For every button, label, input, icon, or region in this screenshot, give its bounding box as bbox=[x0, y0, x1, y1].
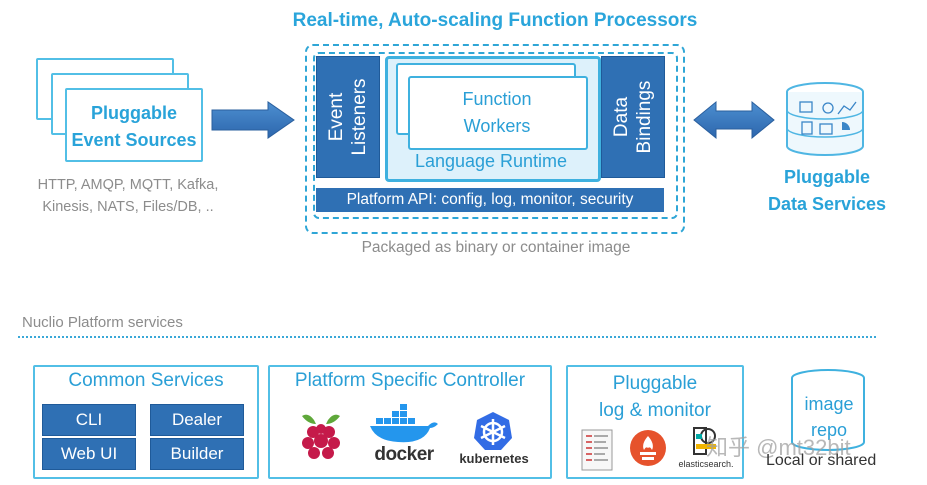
event-source-card-front bbox=[65, 88, 203, 162]
function-workers-line2: Workers bbox=[463, 116, 531, 136]
packaging-note: Packaged as binary or container image bbox=[361, 239, 631, 256]
event-listeners-line1: Event bbox=[326, 92, 347, 142]
data-bindings-line1: Data bbox=[611, 96, 632, 138]
data-bindings-label: Data Bindings bbox=[610, 81, 656, 154]
watermark: 知乎 @mt32bit bbox=[706, 435, 851, 460]
common-services-title: Common Services bbox=[68, 370, 224, 391]
prometheus-icon bbox=[630, 430, 666, 466]
data-services-line1: Pluggable bbox=[783, 167, 870, 187]
log-monitor-title-line2: log & monitor bbox=[599, 400, 711, 421]
platform-controller-title: Platform Specific Controller bbox=[294, 370, 526, 391]
docker-whale-icon bbox=[370, 404, 438, 443]
data-bindings-line2: Bindings bbox=[634, 80, 655, 154]
protocols-line2: Kinesis, NATS, Files/DB, .. bbox=[42, 199, 214, 215]
log-file-icon bbox=[581, 429, 613, 471]
kubernetes-helm-icon bbox=[474, 412, 512, 450]
platform-services-label: Nuclio Platform services bbox=[22, 314, 183, 331]
language-runtime-label: Language Runtime bbox=[414, 151, 568, 171]
kubernetes-wordmark: kubernetes bbox=[459, 451, 529, 466]
log-monitor-title-line1: Pluggable bbox=[612, 373, 698, 394]
builder-chip: Builder bbox=[150, 438, 244, 470]
function-workers-label: Function Workers bbox=[410, 86, 584, 140]
data-bindings-box: Data Bindings bbox=[601, 56, 665, 178]
event-sources-label-line1: Pluggable bbox=[90, 103, 177, 123]
data-services-line2: Data Services bbox=[767, 194, 887, 214]
image-repo-cylinder-icon bbox=[791, 369, 865, 451]
function-worker-card-front bbox=[408, 76, 588, 150]
raspberry-pi-icon bbox=[302, 414, 340, 459]
event-sources-label-line2: Event Sources bbox=[71, 130, 197, 150]
event-listeners-box: Event Listeners bbox=[316, 56, 380, 178]
event-sources-label: Pluggable Event Sources bbox=[66, 100, 202, 154]
docker-wordmark: docker bbox=[374, 444, 434, 465]
image-repo-line2: repo bbox=[810, 420, 848, 440]
event-listeners-label: Event Listeners bbox=[325, 78, 371, 155]
function-processor-inner-frame bbox=[313, 52, 678, 219]
dealer-chip: Dealer bbox=[150, 404, 244, 436]
platform-api-bar: Platform API: config, log, monitor, secu… bbox=[316, 188, 664, 212]
web-ui-chip: Web UI bbox=[42, 438, 136, 470]
event-listeners-line2: Listeners bbox=[349, 78, 370, 156]
protocols-line1: HTTP, AMQP, MQTT, Kafka, bbox=[37, 177, 219, 193]
image-repo-label: image repo bbox=[790, 391, 868, 443]
data-services-label: Pluggable Data Services bbox=[760, 164, 894, 218]
image-repo-line1: image bbox=[804, 394, 854, 414]
double-arrow-icon bbox=[693, 100, 775, 140]
right-arrow-icon bbox=[211, 101, 295, 139]
log-monitor-title: Pluggable log & monitor bbox=[568, 370, 742, 424]
image-repo-sublabel: Local or shared bbox=[766, 452, 877, 469]
event-source-protocols: HTTP, AMQP, MQTT, Kafka, Kinesis, NATS, … bbox=[18, 174, 238, 218]
diagram-title: Real-time, Auto-scaling Function Process… bbox=[292, 10, 698, 31]
elasticsearch-wordmark: elasticsearch. bbox=[678, 459, 734, 469]
section-divider bbox=[18, 336, 876, 338]
database-icon bbox=[786, 82, 864, 156]
cli-chip: CLI bbox=[42, 404, 136, 436]
function-workers-line1: Function bbox=[462, 89, 532, 109]
function-processor-outer-frame bbox=[305, 44, 685, 234]
elasticsearch-icon bbox=[693, 427, 716, 455]
